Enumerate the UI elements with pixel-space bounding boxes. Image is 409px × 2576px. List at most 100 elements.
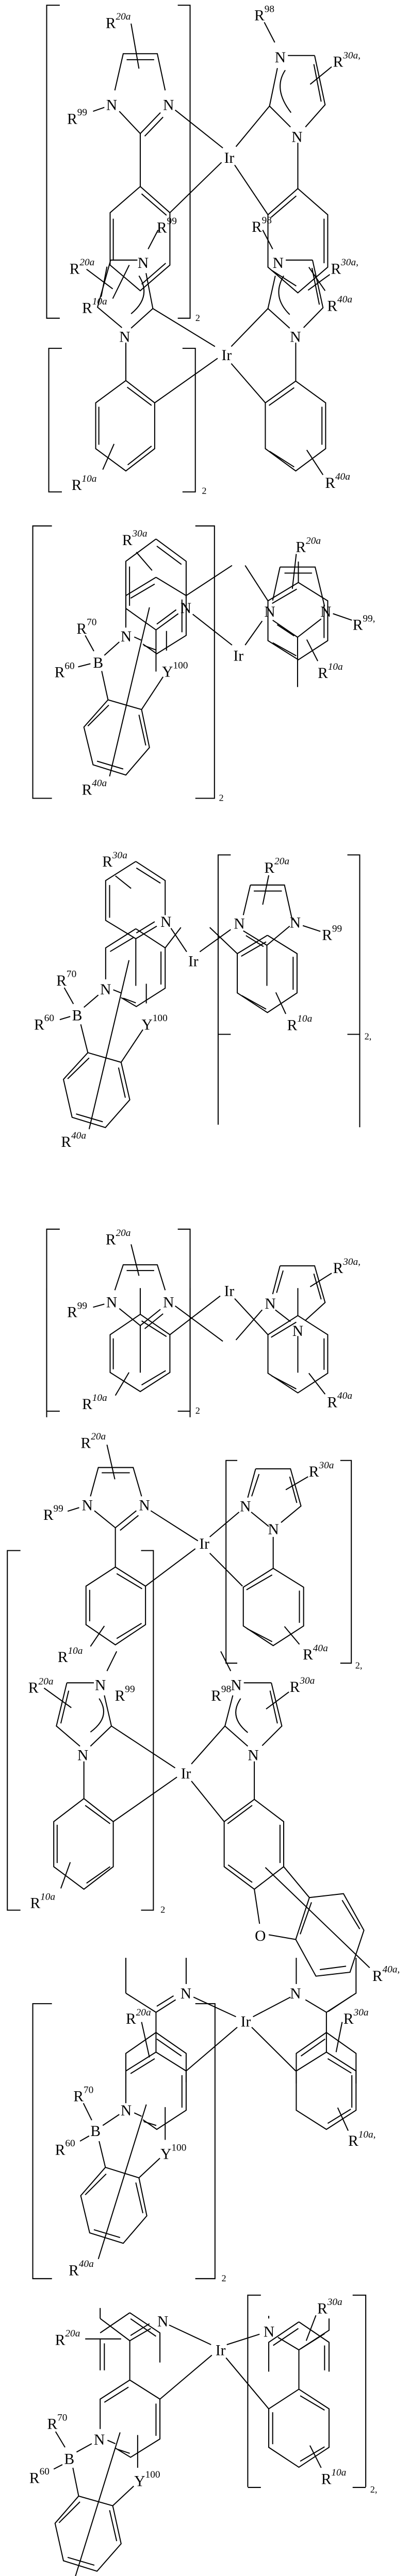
svg-text:R60: R60: [55, 660, 75, 681]
svg-text:N: N: [106, 97, 117, 114]
svg-text:Y100: Y100: [142, 1013, 168, 1033]
structure-4: R30a N Ir N N R20a R99: [102, 850, 359, 1127]
structure-9: R20a R30a: [55, 2295, 366, 2487]
bracket-left: [33, 2004, 52, 2279]
svg-text:Ir: Ir: [199, 1536, 209, 1552]
structure-8-lower: N Ir N R70 B R60 N Y100 R40a R10a,: [33, 1958, 376, 2279]
svg-text:R99: R99: [67, 107, 87, 127]
svg-text:N: N: [157, 2313, 168, 2330]
bracket-right: [195, 2004, 215, 2279]
svg-text:R98: R98: [252, 215, 272, 235]
svg-text:N: N: [163, 1294, 174, 1311]
svg-text:2: 2: [222, 2273, 226, 2283]
svg-text:R30a: R30a: [343, 2007, 369, 2027]
svg-text:N: N: [163, 97, 174, 114]
svg-text:R10a: R10a: [318, 662, 343, 682]
svg-text:N: N: [121, 2103, 132, 2119]
svg-text:Ir: Ir: [224, 1283, 235, 1299]
svg-text:Y100: Y100: [160, 2142, 186, 2162]
svg-text:R30a: R30a: [290, 1675, 315, 1696]
svg-text:2,: 2,: [365, 1031, 372, 1042]
svg-text:R40a: R40a: [327, 1391, 352, 1411]
structure-4-lower: 2, R70 B R60 N Y100 R40a R10a: [34, 927, 371, 1150]
svg-text:R40a: R40a: [61, 1130, 86, 1150]
structure-3-lower: R70 B R60 N Y100 R40a R10a: [55, 562, 343, 798]
svg-text:Ir: Ir: [216, 2342, 226, 2359]
svg-text:N: N: [82, 1497, 93, 1514]
svg-text:R20a: R20a: [264, 856, 289, 876]
svg-text:R40a: R40a: [69, 2259, 94, 2279]
svg-text:R99: R99: [67, 1300, 87, 1320]
svg-text:Ir: Ir: [222, 347, 232, 364]
svg-text:R40a: R40a: [327, 294, 352, 314]
svg-text:R70: R70: [76, 617, 96, 637]
svg-text:R99: R99: [157, 216, 177, 236]
bracket-left: [49, 348, 62, 492]
svg-text:N: N: [139, 1497, 150, 1514]
svg-text:R30a: R30a: [102, 850, 127, 870]
svg-text:N: N: [320, 604, 331, 620]
svg-text:N: N: [290, 1986, 301, 2002]
svg-text:R70: R70: [47, 2412, 68, 2432]
bracket-right: [183, 348, 195, 492]
svg-text:R20a: R20a: [106, 11, 131, 31]
svg-text:R60: R60: [34, 1013, 54, 1033]
svg-text:Ir: Ir: [241, 2013, 251, 2030]
svg-text:R10a,: R10a,: [348, 2129, 375, 2149]
svg-text:R20a: R20a: [70, 257, 95, 277]
svg-text:R70: R70: [73, 2084, 93, 2105]
svg-text:B: B: [72, 1008, 83, 1024]
svg-text:2: 2: [160, 1905, 165, 1915]
svg-text:R20a: R20a: [28, 1676, 54, 1696]
svg-text:N: N: [264, 2324, 274, 2341]
svg-text:N: N: [138, 255, 149, 272]
svg-text:N: N: [240, 1498, 251, 1515]
svg-text:2: 2: [202, 485, 206, 496]
svg-text:R99,: R99,: [353, 613, 375, 633]
svg-text:R20a: R20a: [296, 535, 321, 555]
svg-text:N: N: [181, 1986, 191, 2002]
svg-text:N: N: [273, 255, 284, 272]
svg-text:R30a: R30a: [317, 2297, 342, 2317]
svg-text:2: 2: [219, 793, 223, 803]
svg-text:B: B: [64, 2451, 75, 2467]
svg-text:N: N: [292, 1323, 303, 1340]
svg-text:R40a: R40a: [303, 1643, 328, 1663]
svg-text:N: N: [290, 329, 301, 345]
svg-text:R20a: R20a: [81, 1431, 106, 1451]
bracket-left: [46, 5, 59, 318]
svg-text:O: O: [255, 1928, 266, 1944]
svg-text:N: N: [234, 916, 244, 933]
svg-text:2: 2: [195, 1405, 200, 1416]
svg-text:R20a: R20a: [55, 2328, 80, 2348]
bracket-right: [141, 1551, 153, 1910]
svg-text:Y100: Y100: [134, 2469, 160, 2489]
svg-text:Ir: Ir: [224, 150, 235, 166]
structure-2: 2 R99 R20a N N Ir N N R98 R30a, R10a R40…: [49, 215, 358, 496]
svg-text:N: N: [248, 1747, 258, 1764]
svg-text:R10a: R10a: [72, 473, 97, 494]
svg-text:R10a: R10a: [58, 1646, 83, 1666]
multiplier: 2: [195, 313, 200, 323]
svg-text:R10a: R10a: [321, 2467, 347, 2487]
svg-text:R10a: R10a: [30, 1891, 55, 1911]
structure-7-top-labels: R99 R98: [115, 1684, 232, 1704]
bracket-left: [226, 1461, 237, 1663]
svg-text:N: N: [231, 1677, 241, 1694]
svg-text:R30a,: R30a,: [333, 1257, 361, 1277]
svg-text:2,: 2,: [370, 2484, 378, 2495]
svg-text:R10a: R10a: [287, 1013, 313, 1033]
svg-text:N: N: [181, 600, 191, 617]
svg-text:Y100: Y100: [162, 660, 188, 680]
svg-text:N: N: [291, 129, 302, 146]
svg-text:R70: R70: [56, 969, 76, 989]
svg-text:R99: R99: [322, 923, 342, 943]
svg-text:N: N: [265, 1296, 275, 1312]
bracket-right: [340, 1461, 351, 1663]
svg-text:N: N: [100, 981, 111, 998]
svg-text:Ir: Ir: [233, 648, 243, 665]
bracket-right: [195, 526, 215, 799]
svg-text:N: N: [119, 329, 130, 345]
bracket-left: [218, 855, 231, 1125]
svg-text:B: B: [90, 2123, 101, 2140]
